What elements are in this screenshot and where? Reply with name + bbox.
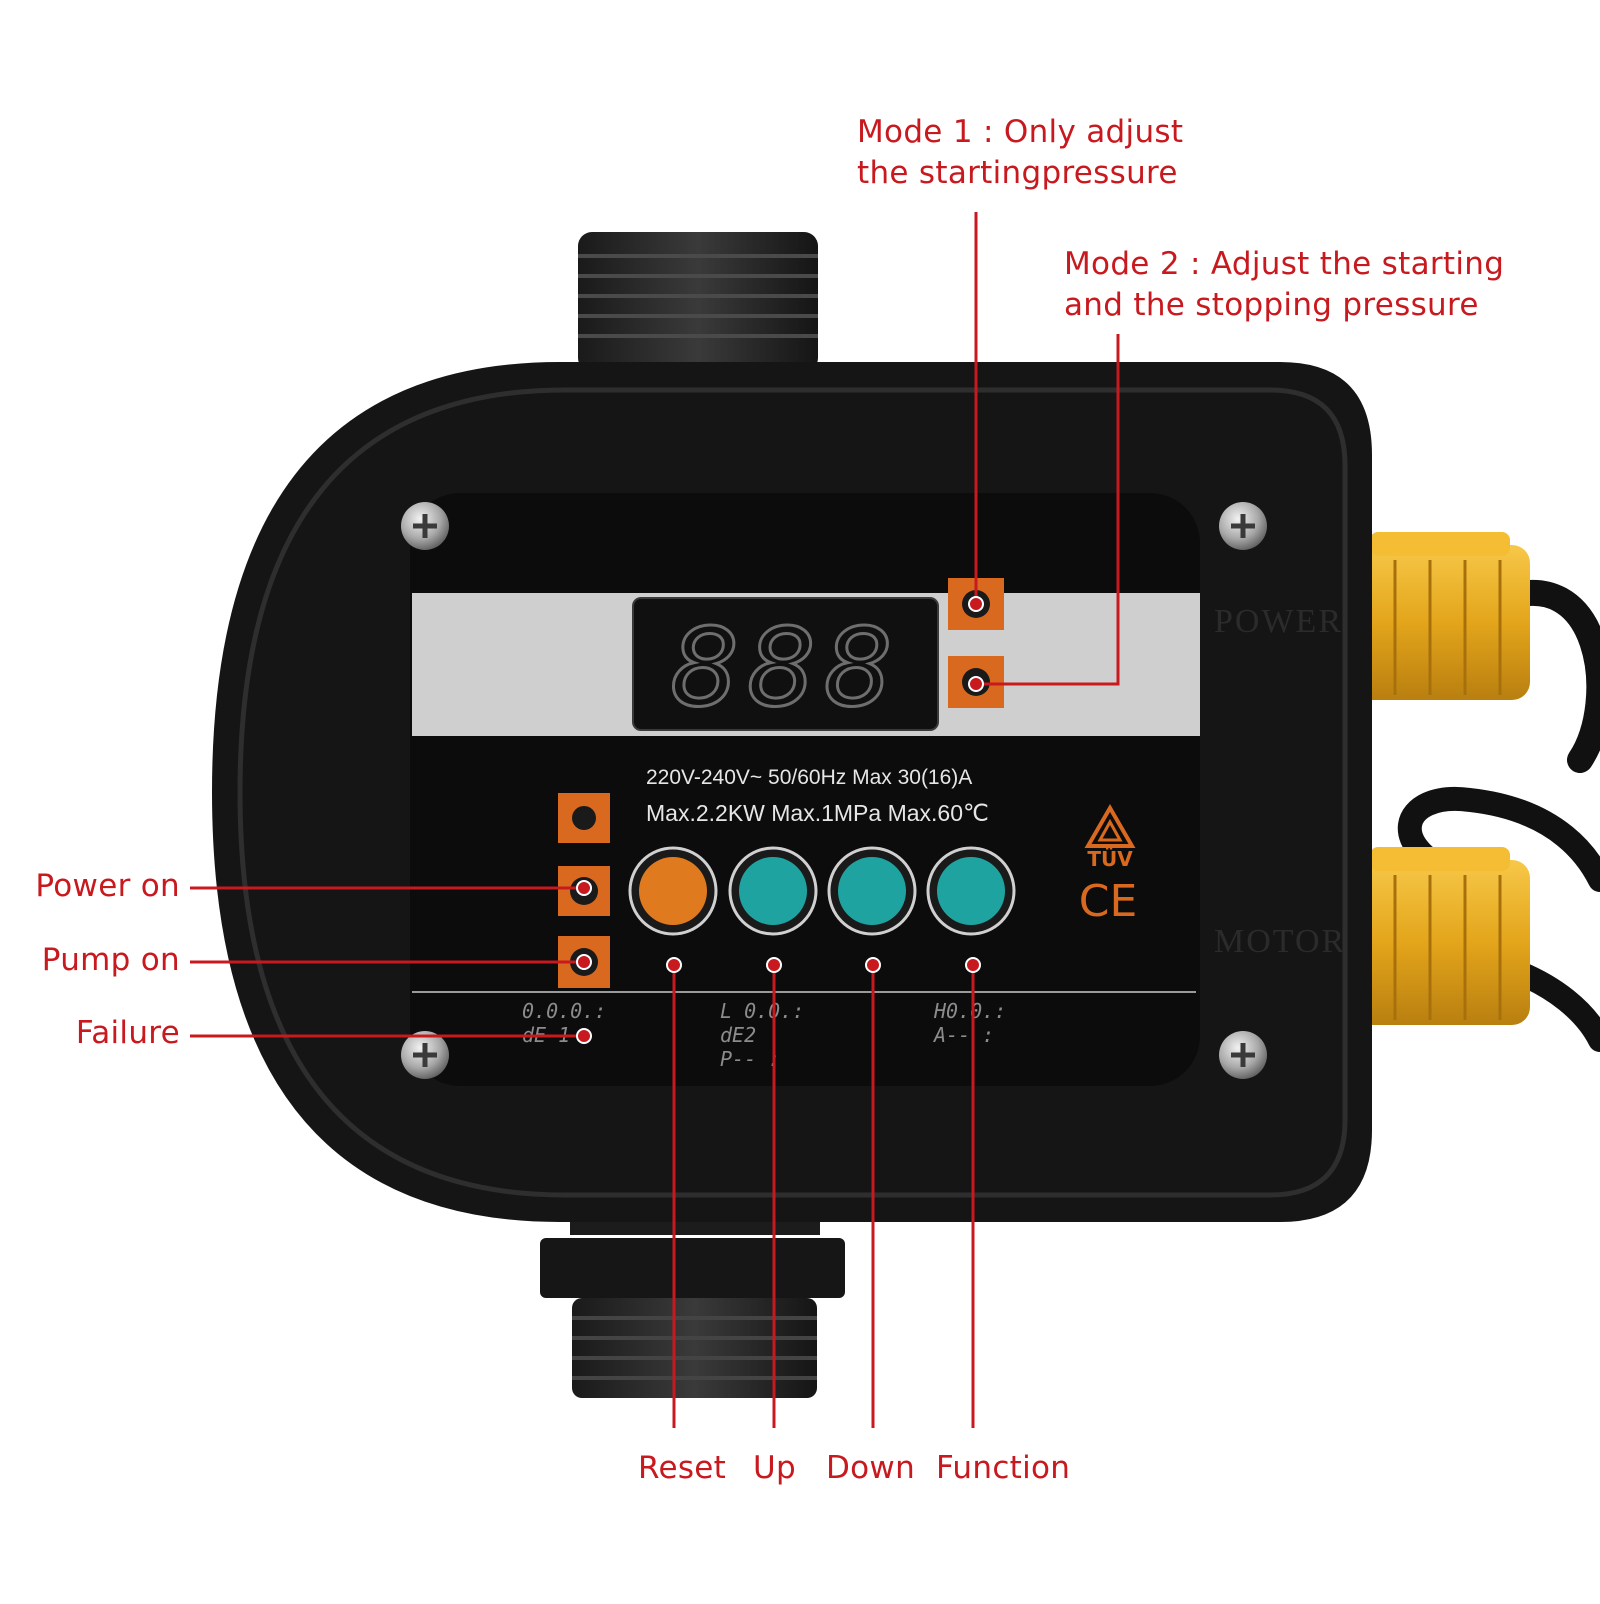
phillips-screw-icon bbox=[1219, 502, 1267, 550]
top-inlet-thread bbox=[578, 232, 818, 372]
code-col2-line2: dE2 bbox=[720, 1023, 756, 1047]
display-digits: 888 bbox=[670, 606, 900, 731]
code-col2-line3: P-- : bbox=[720, 1047, 780, 1071]
reset-label: Reset bbox=[638, 1450, 727, 1486]
spec-line-2: Max.2.2KW Max.1MPa Max.60℃ bbox=[646, 800, 989, 826]
tuv-mark: TÜV bbox=[1087, 847, 1133, 871]
phillips-screw-icon bbox=[401, 502, 449, 550]
phillips-screw-icon bbox=[1219, 1031, 1267, 1079]
spec-line-1: 220V-240V~ 50/60Hz Max 30(16)A bbox=[646, 766, 972, 789]
motor-cable-gland bbox=[1355, 847, 1530, 1025]
front-panel bbox=[410, 493, 1200, 1086]
power-on-label: Power on bbox=[35, 868, 180, 904]
mode2-line2: and the stopping pressure bbox=[1064, 287, 1479, 323]
mode1-line2: the startingpressure bbox=[857, 155, 1178, 191]
power-emboss: POWER bbox=[1214, 603, 1343, 640]
up-label: Up bbox=[753, 1450, 796, 1486]
code-col1-line1: 0.0.0.: bbox=[522, 999, 606, 1023]
down-label: Down bbox=[826, 1450, 916, 1486]
bottom-outlet-thread bbox=[540, 1195, 845, 1398]
function-label: Function bbox=[936, 1450, 1071, 1486]
ce-mark: CE bbox=[1079, 876, 1138, 927]
status-led-top bbox=[558, 793, 610, 843]
motor-emboss: MOTOR bbox=[1214, 923, 1346, 960]
code-col3-line1: H0.0.: bbox=[933, 999, 1006, 1023]
power-cable-gland bbox=[1355, 532, 1530, 700]
phillips-screw-icon bbox=[401, 1031, 449, 1079]
mode2-line1: Mode 2 : Adjust the starting bbox=[1064, 246, 1505, 282]
function-button[interactable] bbox=[926, 846, 1016, 936]
callout-dots bbox=[576, 596, 984, 1044]
reset-button[interactable] bbox=[628, 846, 718, 936]
led-display bbox=[632, 597, 939, 731]
failure-label: Failure bbox=[75, 1015, 180, 1051]
warning-triangle-icon bbox=[1084, 804, 1136, 848]
pump-on-label: Pump on bbox=[41, 942, 180, 978]
mode2-callout: Mode 2 : Adjust the starting and the sto… bbox=[1064, 244, 1504, 326]
mode1-callout: Mode 1 : Only adjust the startingpressur… bbox=[857, 112, 1183, 194]
up-button[interactable] bbox=[728, 846, 818, 936]
code-col2-line1: L 0.0.: bbox=[720, 999, 804, 1023]
callout-lines bbox=[190, 212, 1120, 1428]
down-button[interactable] bbox=[827, 846, 917, 936]
mode1-line1: Mode 1 : Only adjust bbox=[857, 114, 1184, 150]
code-col3-line2: A-- : bbox=[932, 1023, 994, 1047]
